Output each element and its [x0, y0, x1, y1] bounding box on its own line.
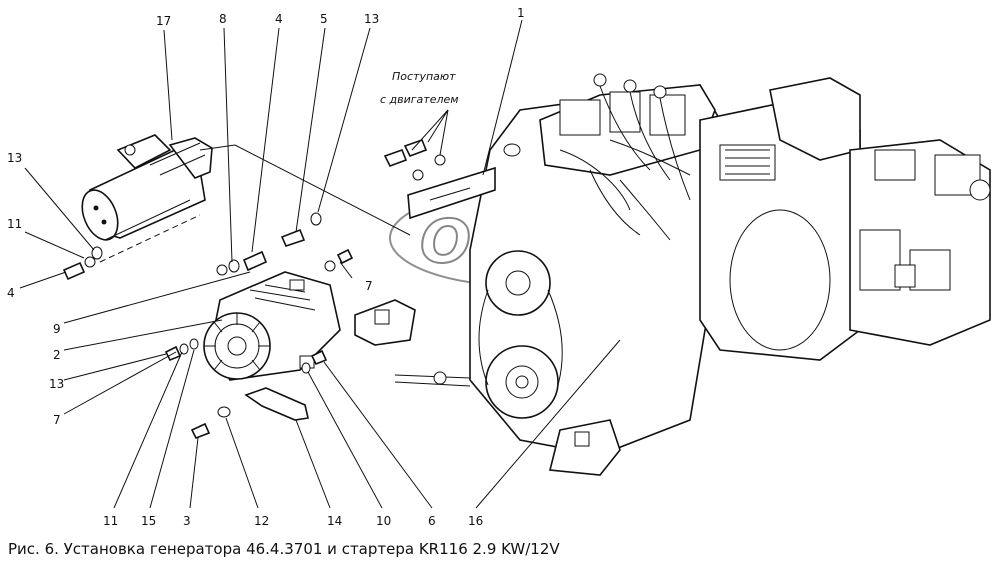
exploded-assembly-diagram: OPEX [7, 6, 991, 528]
starter-motor [81, 134, 213, 241]
callout-1: 1 [517, 6, 525, 20]
figure-caption: Рис. 6. Установка генератора 46.4.3701 и… [8, 540, 560, 558]
callout-6: 6 [428, 514, 436, 528]
callout-14: 14 [327, 514, 342, 528]
callout-2: 2 [53, 348, 61, 362]
supply-note: Поступают с двигателем [380, 70, 459, 156]
callout-4-top: 4 [275, 12, 283, 26]
callout-11-left: 11 [7, 217, 22, 231]
callout-12: 12 [254, 514, 269, 528]
callout-15: 15 [141, 514, 156, 528]
callout-16: 16 [468, 514, 483, 528]
callouts: 17 8 4 5 13 1 13 11 4 9 2 13 7 7 11 15 [7, 6, 621, 528]
callout-7-left: 7 [53, 413, 61, 427]
callout-9: 9 [53, 322, 61, 336]
note-line1: Поступают [392, 70, 456, 83]
callout-17: 17 [156, 14, 171, 28]
callout-13-left: 13 [7, 151, 22, 165]
callout-7-mid: 7 [365, 279, 373, 293]
callout-4-left: 4 [7, 286, 15, 300]
callout-5: 5 [320, 12, 328, 26]
callout-8: 8 [219, 12, 227, 26]
callout-13-top: 13 [364, 12, 379, 26]
fasteners [62, 138, 446, 440]
callout-3: 3 [183, 514, 191, 528]
callout-10: 10 [376, 514, 391, 528]
callout-13-mid: 13 [49, 377, 64, 391]
generator [203, 271, 341, 381]
engine [354, 73, 991, 476]
callout-11-bottom: 11 [103, 514, 118, 528]
note-line2: с двигателем [380, 93, 459, 106]
